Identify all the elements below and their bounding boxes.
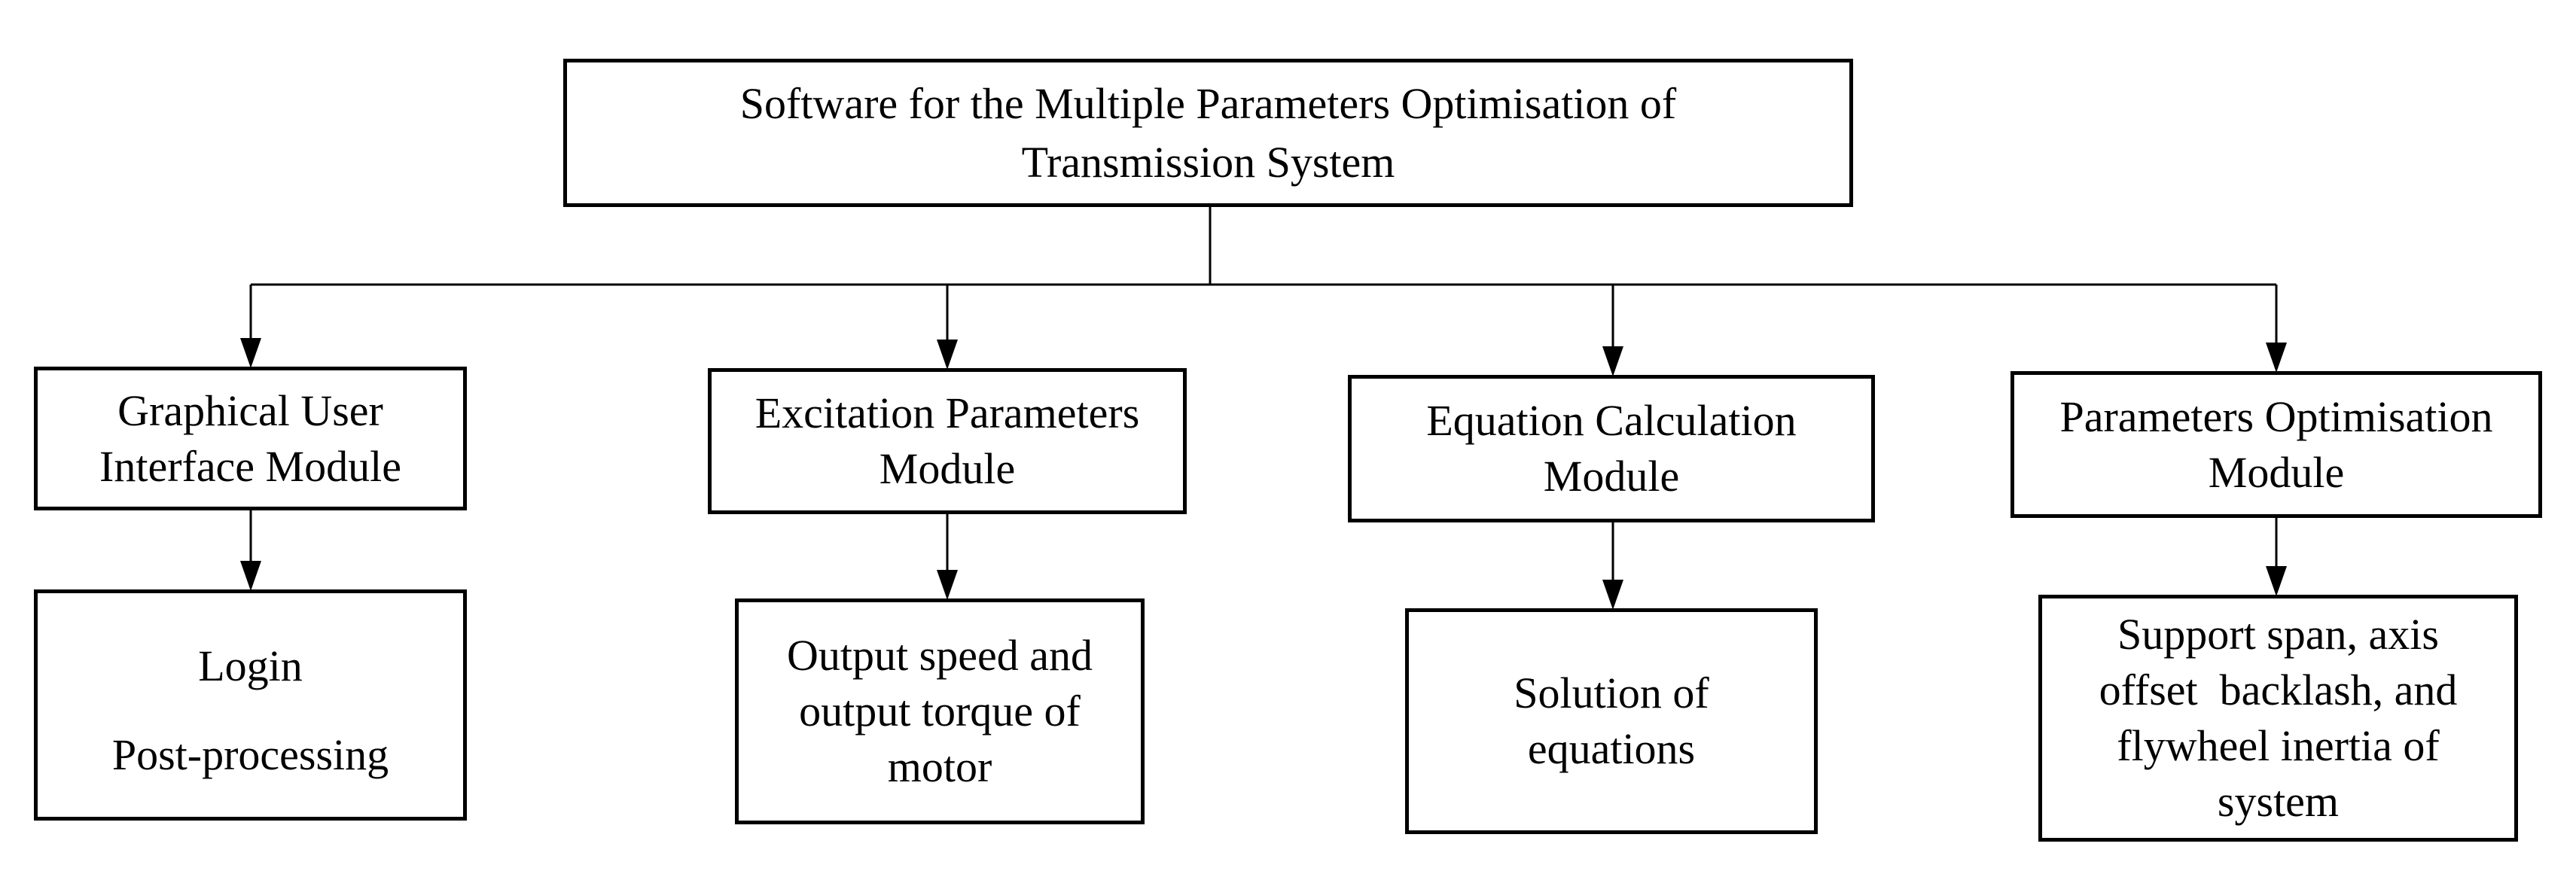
box-equation-calculation-module: Equation Calculation Module <box>1348 375 1875 522</box>
detail-label: Output speed and output torque of motor <box>787 631 1093 791</box>
module-label: Graphical User Interface Module <box>99 385 401 491</box>
arrowhead-icon <box>1602 346 1623 376</box>
box-parameters-optimisation-module: Parameters Optimisation Module <box>2010 371 2542 518</box>
arrowhead-icon <box>2266 343 2287 373</box>
module-label: Equation Calculation Module <box>1426 396 1797 501</box>
box-login-post-processing: Login Post-processing <box>34 589 467 821</box>
arrowhead-icon <box>240 338 261 368</box>
arrowhead-icon <box>937 340 958 370</box>
detail-label: Login <box>198 641 303 690</box>
detail-label: Post-processing <box>111 729 389 779</box>
box-support-span-axis-offset: Support span, axis offset backlash, and … <box>2038 595 2518 842</box>
module-label: Excitation Parameters Module <box>755 388 1140 493</box>
box-solution-of-equations: Solution of equations <box>1405 608 1818 834</box>
arrowhead-icon <box>2266 566 2287 596</box>
arrowhead-icon <box>937 570 958 600</box>
arrowhead-icon <box>240 561 261 591</box>
detail-label: Solution of equations <box>1514 668 1709 773</box>
root-box-label: Software for the Multiple Parameters Opt… <box>739 78 1677 187</box>
box-excitation-parameters-module: Excitation Parameters Module <box>708 368 1187 514</box>
box-output-speed-and-torque: Output speed and output torque of motor <box>735 598 1145 824</box>
module-label: Parameters Optimisation Module <box>2059 391 2493 497</box>
detail-label: Support span, axis offset backlash, and … <box>2099 610 2458 826</box>
box-graphical-user-interface-module: Graphical User Interface Module <box>34 367 467 510</box>
arrowhead-icon <box>1602 580 1623 610</box>
root-box: Software for the Multiple Parameters Opt… <box>563 59 1853 207</box>
